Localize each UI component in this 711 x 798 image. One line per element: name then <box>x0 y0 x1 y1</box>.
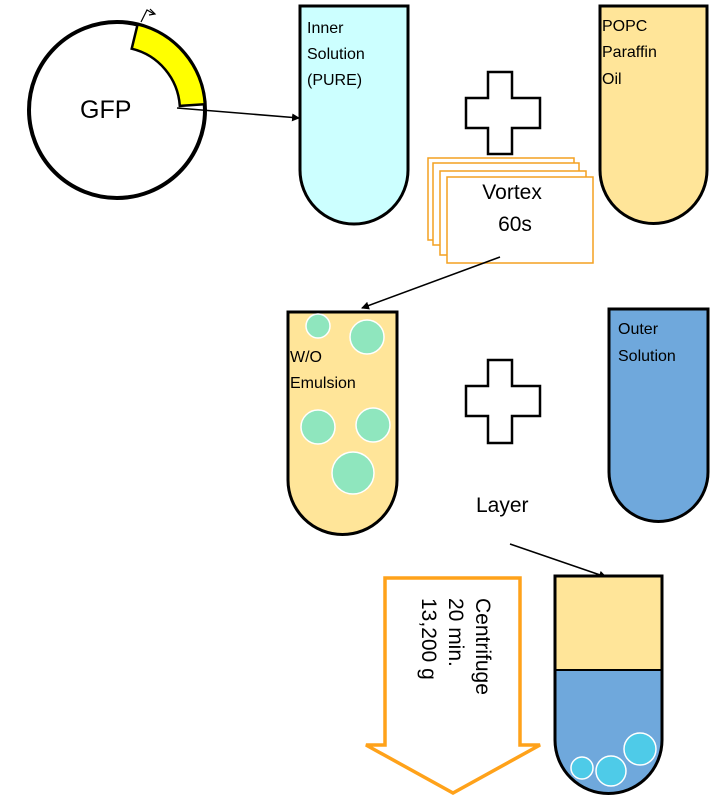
droplet <box>305 313 331 339</box>
droplet <box>355 407 391 443</box>
vortex-to-emulsion-arrow <box>361 256 501 310</box>
plus-icon <box>464 358 542 445</box>
lipid-oil-tube: POPC Paraffin Oil <box>598 4 709 225</box>
vesicle <box>623 732 657 766</box>
vortex-box-4 <box>446 176 594 264</box>
gfp-insert-segment <box>130 22 207 108</box>
final-tube-outline <box>553 574 664 795</box>
vortex-step: Vortex 60s <box>427 157 594 264</box>
droplet <box>349 319 385 355</box>
vesicle <box>595 755 627 787</box>
centrifuge-arrow <box>365 576 541 795</box>
emulsion-tube: W/O Emulsion <box>286 310 399 536</box>
droplet <box>300 409 336 445</box>
svg-text:Centrifuge 20 min.: Centrifuge 20 min. 13,200 g <box>417 598 494 701</box>
layer-arrow <box>509 543 607 579</box>
inner-solution-tube: Inner Solution (PURE) <box>298 4 410 226</box>
outer-tube-body <box>607 307 710 523</box>
vortex-label: Vortex 60s <box>482 181 547 236</box>
gfp-plasmid: GFP <box>27 8 207 200</box>
plasmid-label: GFP <box>80 96 131 124</box>
outer-solution-tube: Outer Solution <box>607 307 710 523</box>
promoter-arrow-icon <box>140 9 155 23</box>
plasmid-to-tube-arrow <box>176 107 300 122</box>
inner-tube-label: Inner Solution (PURE) <box>307 20 369 89</box>
final-layered-tube <box>553 574 664 795</box>
droplet <box>331 451 375 495</box>
outer-tube-label: Outer Solution <box>618 321 676 365</box>
final-tube-top-layer <box>555 576 662 670</box>
emulsion-tube-label: W/O Emulsion <box>290 349 356 392</box>
lipid-tube-body <box>598 4 709 225</box>
lipid-tube-label: POPC Paraffin Oil <box>602 18 661 88</box>
vesicle <box>570 756 594 780</box>
inner-tube-body <box>298 4 410 226</box>
centrifuge-step: Centrifuge 20 min. 13,200 g <box>365 576 541 795</box>
plus-icon <box>464 70 542 156</box>
layer-label: Layer <box>476 494 529 517</box>
centrifuge-label: Centrifuge 20 min. 13,200 g <box>417 598 494 701</box>
